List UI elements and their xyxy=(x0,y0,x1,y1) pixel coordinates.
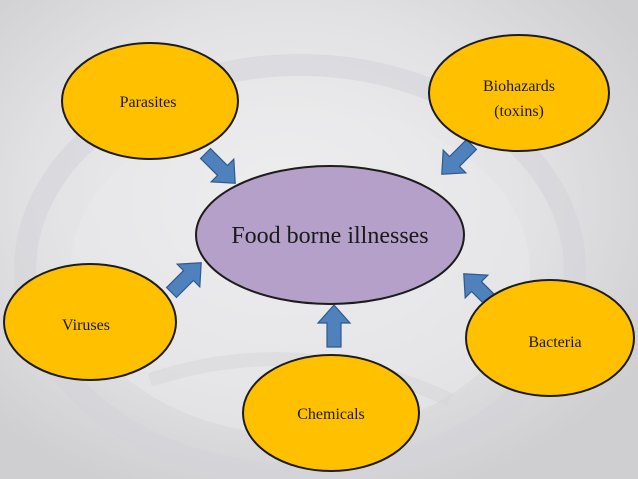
bacteria-label: Bacteria xyxy=(528,334,581,351)
node-parasites: Parasites xyxy=(61,42,239,160)
node-chemicals: Chemicals xyxy=(242,354,420,472)
center-label: Food borne illnesses xyxy=(231,223,428,249)
parasites-label: Parasites xyxy=(120,94,177,111)
arrow-biohazards-to-center xyxy=(441,138,478,175)
biohazards-label-line1: Biohazards xyxy=(483,78,555,95)
arrow-parasites-to-center xyxy=(199,147,236,184)
node-biohazards: Biohazards (toxins) xyxy=(428,34,610,152)
center-node: Food borne illnesses xyxy=(195,165,465,305)
viruses-label: Viruses xyxy=(62,317,110,334)
node-bacteria: Bacteria xyxy=(465,279,635,397)
arrow-viruses-to-center xyxy=(165,262,202,299)
node-viruses: Viruses xyxy=(3,263,177,381)
chemicals-label: Chemicals xyxy=(297,406,365,423)
arrow-chemicals-to-center xyxy=(316,304,352,348)
biohazards-label-line2: (toxins) xyxy=(494,103,544,120)
